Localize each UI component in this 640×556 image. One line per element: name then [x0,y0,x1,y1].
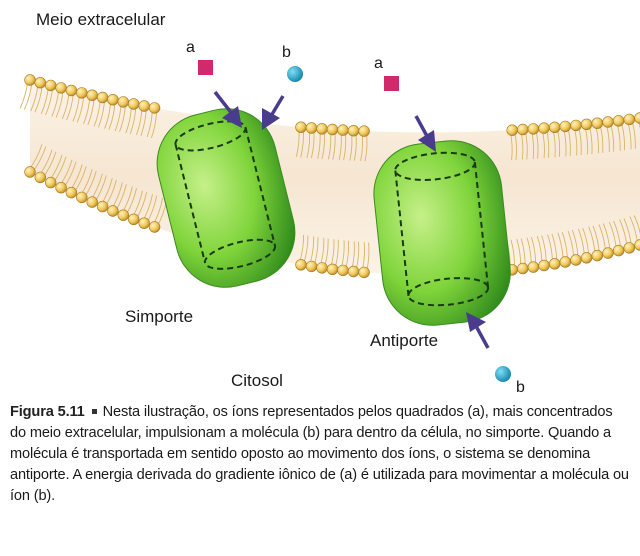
phospholipid-head [316,262,328,274]
phospholipid-head [623,242,635,254]
phospholipid-head [580,118,593,131]
phospholipid-head [128,98,140,110]
caption-separator-icon [91,408,97,414]
symport-label: Simporte [125,307,193,326]
phospholipid-head [86,196,98,208]
molecule-b-label: b [516,379,525,395]
phospholipid-head [117,209,130,221]
phospholipid-head [506,124,518,136]
arrow-molecule-b-into-symport [262,95,285,130]
phospholipid-head [570,119,582,132]
phospholipid-head [527,261,540,273]
phospholipid-head [623,113,635,126]
phospholipid-head [548,121,561,134]
antiport-protein [373,140,511,326]
ion-a-square [198,60,213,75]
phospholipid-head [44,176,57,189]
phospholipid-head [602,247,614,259]
phospholipid-head [347,124,360,137]
phospholipid-head [117,96,130,108]
phospholipid-head [538,122,550,134]
molecule-b-label: b [282,44,291,61]
phospholipid-head [538,259,550,272]
phospholipid-head [517,123,529,136]
symport-channel [174,120,277,270]
phospholipid-head [548,258,561,270]
arrow-ion-a-into-symport [213,90,242,128]
phospholipid-head [24,166,36,178]
phospholipid-head [55,182,67,194]
phospholipid-head [580,252,593,264]
phospholipid-head [358,125,370,137]
phospholipid-head [612,244,625,257]
phospholipid-head [148,102,161,114]
phospholipid-heads [24,74,640,279]
phospholipid-head [316,123,328,135]
phospholipid-head [559,256,571,268]
phospholipid-head [326,263,339,275]
phospholipid-head [107,205,119,217]
membrane-band [30,80,640,275]
phospholipid-head [305,122,318,134]
lipid-tail [633,215,640,235]
ion-a-square [384,76,399,91]
phospholipid-head [591,249,603,262]
extracellular-label: Meio extracelular [36,10,166,29]
phospholipid-head [138,100,150,112]
phospholipid-head [337,124,349,136]
phospholipid-head [358,266,370,279]
phospholipid-head [96,91,109,104]
phospholipid-head [34,171,46,184]
phospholipid-head [326,123,339,136]
molecule-b-circle [287,66,303,82]
phospholipid-head [86,89,98,101]
phospholipid-head [347,265,360,278]
membrane-transport-diagram: Meio extracelular Simporte Antiporte Cit… [19,10,640,395]
phospholipid-head [44,79,57,92]
phospholipid-head [517,262,529,275]
phospholipid-head [612,115,625,127]
phospholipid-head [76,191,88,204]
ion-a-label: a [186,39,195,56]
phospholipid-head [337,264,349,277]
phospholipid-head [305,260,318,273]
caption-text: Nesta ilustração, os íons representados … [10,404,629,504]
phospholipid-head [76,87,88,99]
phospholipid-head [34,76,46,89]
phospholipid-head [138,217,150,229]
phospholipid-head [591,117,603,129]
antiport-label: Antiporte [370,331,438,350]
phospholipid-head [24,74,36,86]
phospholipid-head [295,121,307,133]
phospholipid-head [559,120,571,133]
arrow-ion-a-into-antiport [414,115,436,152]
phospholipid-head [96,200,109,213]
phospholipid-head [65,84,78,97]
arrow-molecule-b-out-antiport [466,312,490,349]
phospholipid-head [602,116,614,128]
phospholipid-head [128,213,140,226]
phospholipid-head [107,93,119,106]
figure-label: Figura 5.11 [10,404,85,420]
symport-protein [156,108,296,288]
ion-a-label: a [374,55,383,72]
phospholipid-head [148,221,161,233]
antiport-channel [394,151,490,307]
phospholipid-head [295,259,307,271]
phospholipid-head [55,82,67,94]
phospholipid-head [527,123,540,135]
cytosol-label: Citosol [231,371,283,390]
phospholipid-head [570,254,582,266]
molecule-b-circle [495,366,511,382]
phospholipid-head [65,186,78,199]
